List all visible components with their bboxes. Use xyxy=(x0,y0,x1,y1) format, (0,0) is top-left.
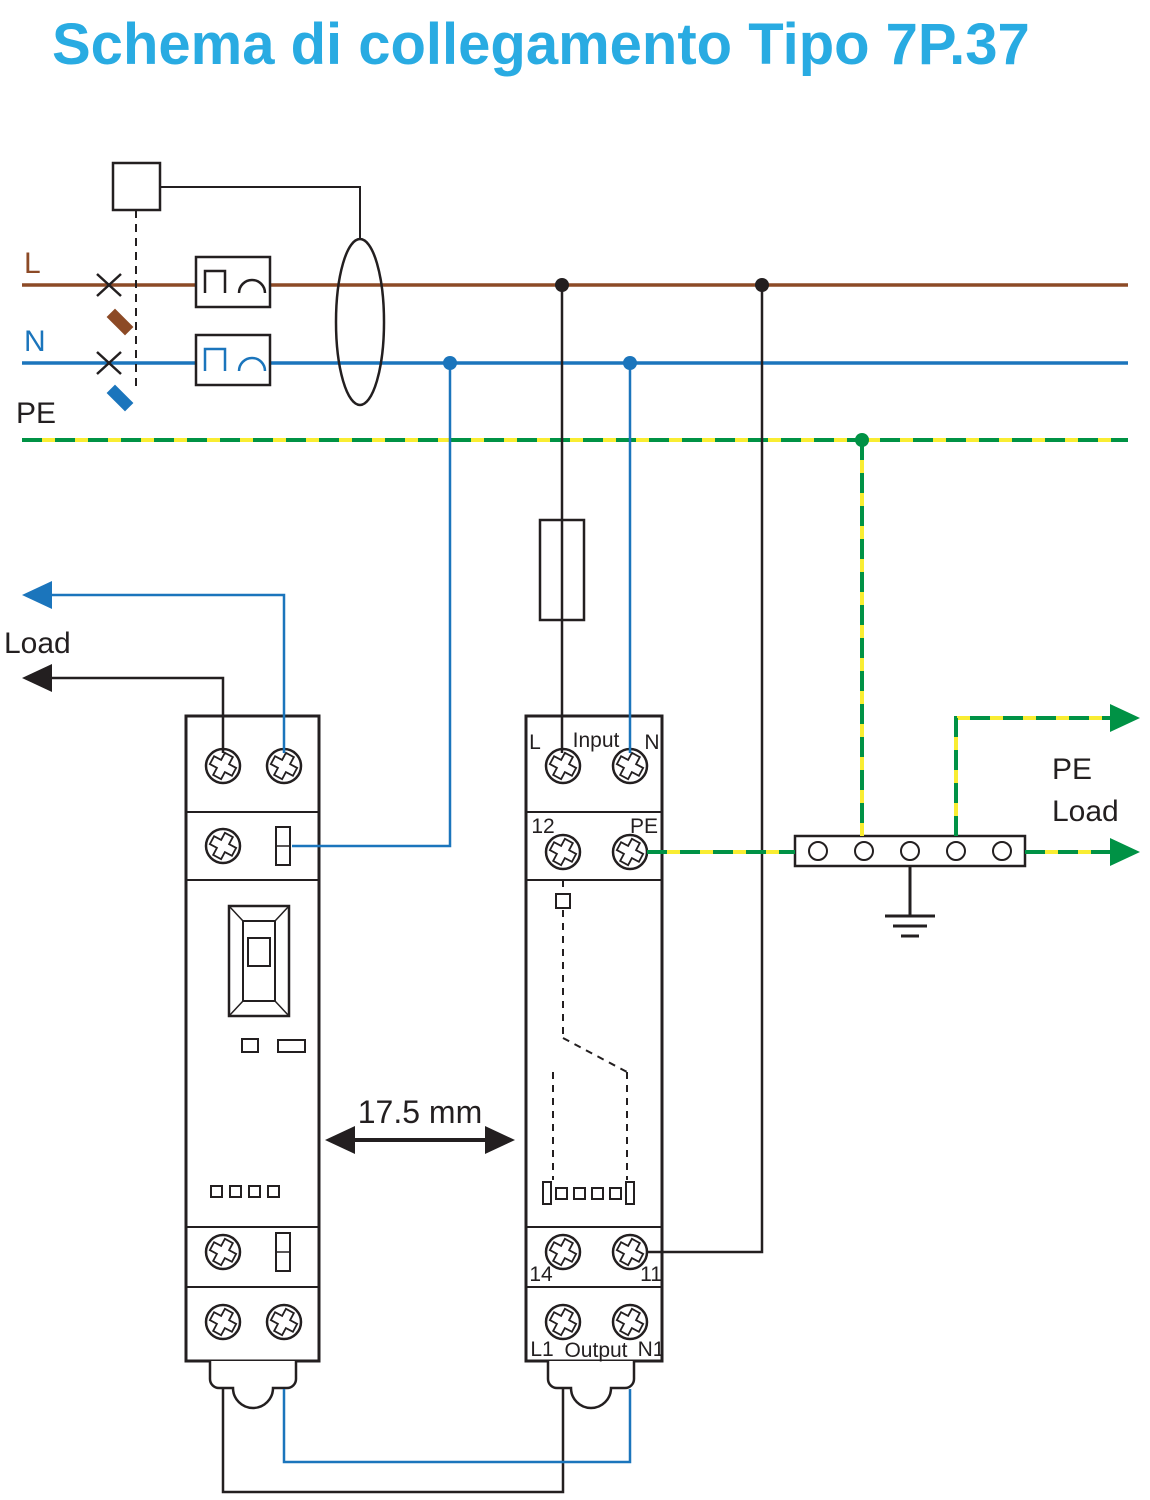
internal-relay-circuit xyxy=(552,880,628,1180)
terminal-label-14: 14 xyxy=(529,1263,553,1286)
switch-contact-n xyxy=(96,351,134,412)
junction-dot xyxy=(443,356,457,370)
screw-terminal xyxy=(265,1303,303,1341)
screw-terminal-pe xyxy=(611,833,649,871)
wire-load-black xyxy=(48,676,225,753)
pe-label-right: PE xyxy=(1052,753,1092,786)
dimension-arrow xyxy=(325,1126,515,1154)
junction-dot xyxy=(555,278,569,292)
pe-distribution-bar xyxy=(793,834,1027,868)
pe-load-arrow-top-icon xyxy=(1110,704,1140,732)
junction-dot xyxy=(755,278,769,292)
terminal-label-pe: PE xyxy=(630,815,658,838)
junction-dot xyxy=(623,356,637,370)
load-label-right: Load xyxy=(1052,795,1119,828)
pe-load-arrow-bottom-icon xyxy=(1110,838,1140,866)
page-title: Schema di collegamento Tipo 7P.37 xyxy=(52,12,1030,77)
terminal-label-12: 12 xyxy=(531,815,554,838)
breaker-n xyxy=(194,333,272,387)
bus-label-n: N xyxy=(24,325,46,358)
screw-terminal-12 xyxy=(544,833,582,871)
screw-terminal xyxy=(265,747,303,785)
bus-label-pe: PE xyxy=(16,397,56,430)
terminal-label-n: N xyxy=(644,731,659,754)
screw-terminal-l xyxy=(544,747,582,785)
junction-dot xyxy=(855,433,869,447)
terminal-label-n1: N1 xyxy=(638,1338,665,1361)
contactor-device xyxy=(184,714,321,1410)
dimension-label: 17.5 mm xyxy=(358,1094,482,1130)
screw-terminal-n xyxy=(611,747,649,785)
earth-ground-symbol xyxy=(885,866,935,938)
wire-n-to-contactor xyxy=(292,363,452,848)
surge-protector-device: L Input N 12 PE 14 11 L1 Output N1 xyxy=(524,714,665,1410)
breaker-l xyxy=(194,255,272,309)
bus-label-l: L xyxy=(24,247,41,280)
load-label-left: Load xyxy=(4,627,71,660)
switch-contact-l xyxy=(96,273,134,336)
junction-dots xyxy=(443,278,869,447)
screw-terminal xyxy=(204,827,242,865)
rocker-window xyxy=(227,904,291,1018)
wire-load-blue xyxy=(48,593,286,753)
wires xyxy=(48,285,1112,1494)
current-transformer-ring xyxy=(334,237,386,407)
din-clip xyxy=(208,1361,298,1410)
screw-terminal-n1 xyxy=(611,1303,649,1341)
main-switch-box xyxy=(111,161,361,240)
wire-l-to-terminal-11 xyxy=(647,285,764,1254)
fuse xyxy=(538,518,586,622)
load-arrow-black-icon xyxy=(22,664,52,692)
terminal-label-output: Output xyxy=(564,1339,627,1362)
screw-terminal xyxy=(204,747,242,785)
screw-terminal xyxy=(204,1233,242,1271)
terminal-label-11: 11 xyxy=(640,1263,662,1286)
wire-output-l1 xyxy=(221,1389,565,1494)
terminal-label-l1: L1 xyxy=(530,1338,553,1361)
terminal-label-l: L xyxy=(529,731,541,754)
screw-terminal xyxy=(204,1303,242,1341)
wire-output-n1 xyxy=(282,1389,632,1464)
screw-terminal-l1 xyxy=(544,1303,582,1341)
load-arrow-blue-icon xyxy=(22,581,52,609)
terminal-label-input: Input xyxy=(573,729,620,752)
din-clip xyxy=(546,1361,636,1410)
